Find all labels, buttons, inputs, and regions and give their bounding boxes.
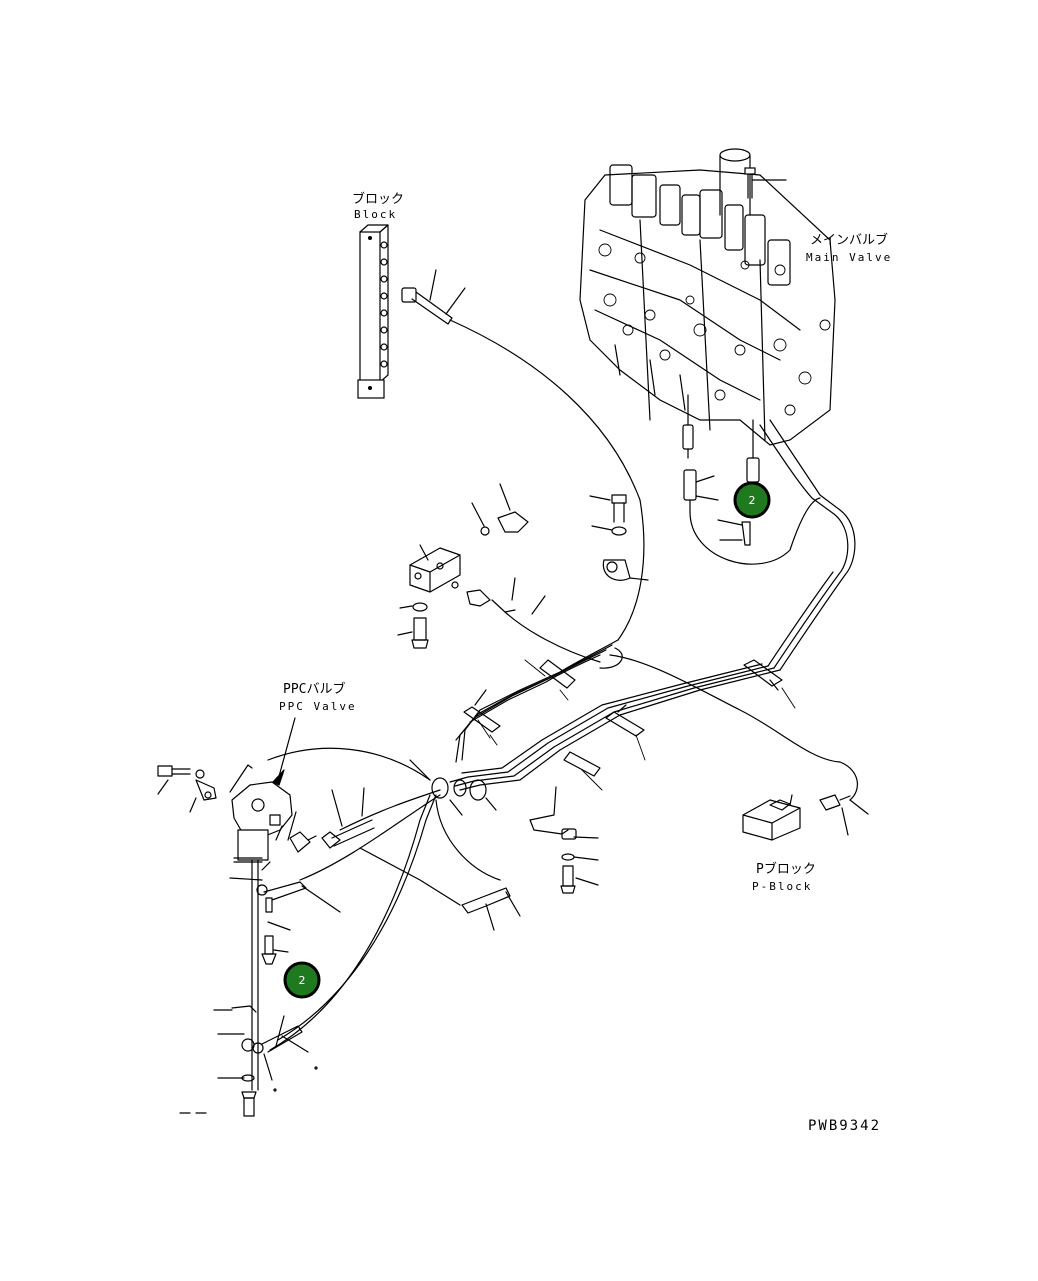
main-valve-label-en: Main Valve — [806, 251, 892, 264]
block-label-en: Block — [354, 208, 397, 221]
callout-marker-lower-number: 2 — [299, 974, 306, 987]
ppc-valve-label-jp: PPCバルブ — [283, 681, 345, 697]
main-valve-label-jp: メインバルブ — [810, 232, 888, 248]
middle-small-block — [397, 483, 649, 663]
callout-marker-upper-number: 2 — [749, 494, 756, 507]
block-label-jp: ブロック — [352, 191, 404, 207]
drawing-code: PWB9342 — [808, 1118, 881, 1134]
ppc-hoses — [267, 747, 521, 1051]
block-component — [357, 224, 389, 399]
p-block-label-en: P-Block — [752, 880, 812, 893]
ppc-valve — [157, 717, 375, 1117]
main-valve-hoses — [689, 419, 856, 671]
callout-marker-lower: 2 — [283, 961, 321, 999]
hose-bundle — [449, 639, 858, 894]
ppc-valve-label-en: PPC Valve — [279, 700, 357, 713]
callout-marker-upper: 2 — [733, 481, 771, 519]
main-valve — [579, 148, 836, 546]
p-block — [742, 794, 869, 841]
hose-fitting-block — [401, 269, 645, 641]
leader-lines-center — [477, 659, 796, 791]
p-block-label-jp: Pブロック — [756, 861, 816, 877]
